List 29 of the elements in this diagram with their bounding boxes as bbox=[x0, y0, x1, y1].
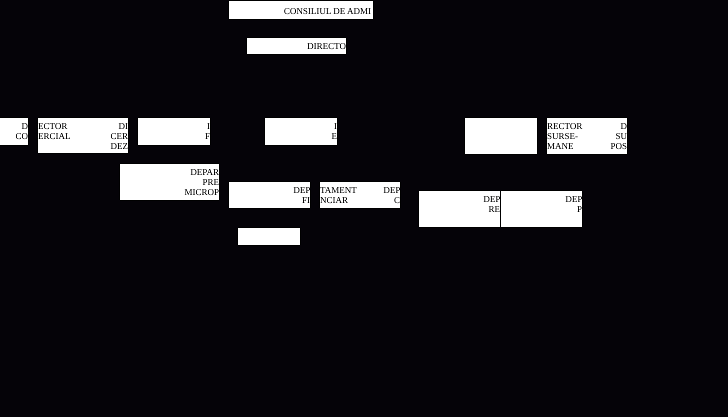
box-text: D CO bbox=[15, 121, 28, 141]
org-box bbox=[0, 118, 28, 145]
box-text: RECTOR SURSE- MANE bbox=[547, 121, 582, 151]
org-box bbox=[38, 118, 128, 153]
box-text: ECTOR ERCIAL bbox=[38, 121, 70, 141]
box-text: DEP RE bbox=[483, 194, 500, 214]
org-box bbox=[419, 191, 500, 227]
box-text: D SU POS bbox=[610, 121, 627, 151]
org-box bbox=[265, 118, 337, 145]
box-text: I E bbox=[332, 121, 337, 141]
org-box bbox=[138, 118, 210, 145]
box-text: DEP FI bbox=[293, 185, 310, 205]
org-box bbox=[229, 1, 373, 19]
box-text: DEPAR PRE MICROP bbox=[184, 167, 219, 197]
box-text: DIRECTO bbox=[307, 41, 346, 51]
box-text: DI CER DEZ bbox=[110, 121, 128, 151]
org-box bbox=[465, 118, 537, 154]
org-box bbox=[229, 182, 310, 208]
org-box bbox=[501, 191, 582, 227]
box-text: I F bbox=[204, 121, 210, 141]
org-box bbox=[120, 164, 219, 200]
box-text: TAMENT NCIAR bbox=[320, 185, 357, 205]
box-text: DEP P bbox=[565, 194, 582, 214]
box-text: DEP C bbox=[383, 185, 400, 205]
org-box bbox=[320, 182, 400, 208]
org-box bbox=[547, 118, 627, 154]
box-text: CONSILIUL DE ADMI bbox=[282, 6, 372, 16]
org-box bbox=[238, 228, 300, 245]
org-box bbox=[247, 38, 346, 54]
